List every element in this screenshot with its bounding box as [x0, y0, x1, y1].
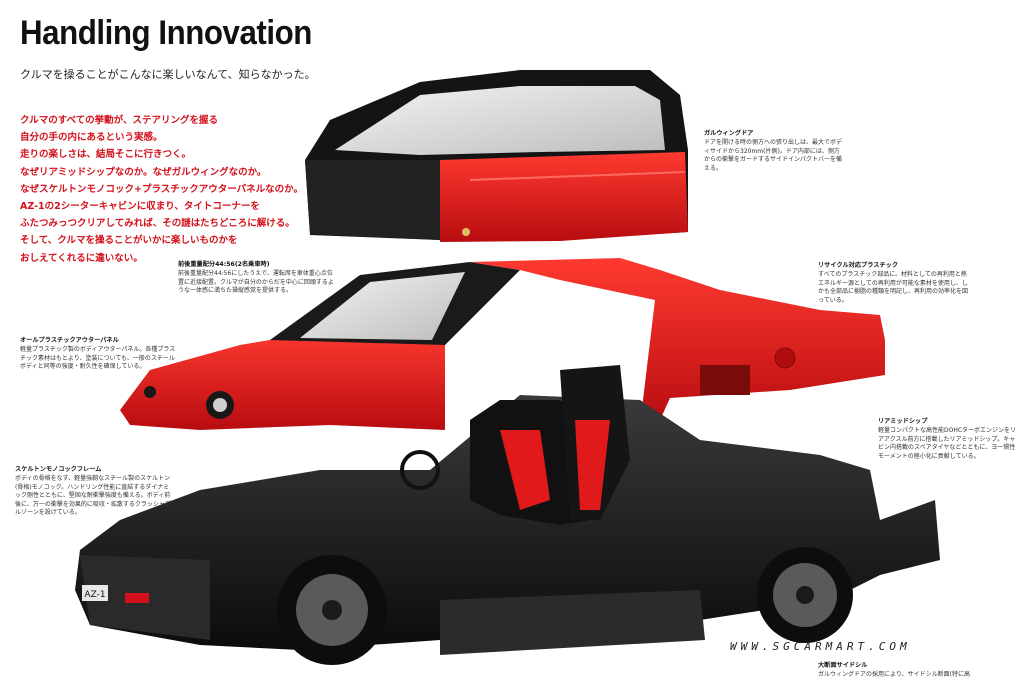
caption-rear-midship: リアミッドシップ 軽量コンパクトな高性能DOHCターボエンジンをリアアクスル前方…: [878, 418, 1018, 461]
caption-body: ドアを開ける時の側方への張り出しは、最大でボディサイドから320mm(片側)。ド…: [704, 139, 843, 172]
caption-heading: スケルトンモノコックフレーム: [15, 466, 102, 473]
caption-heading: リアミッドシップ: [878, 418, 928, 425]
caption-recycle-plastic: リサイクル対応プラスチック すべてのプラスチック部品に、材料としての再利用と熱エ…: [818, 262, 968, 305]
license-plate-text: AZ-1: [84, 590, 105, 600]
outer-body-panel: [120, 258, 885, 430]
page-subtitle: クルマを操ることがこんなに楽しいなんて、知らなかった。: [20, 68, 316, 81]
rear-wheel: [757, 547, 853, 643]
caption-gullwing-door: ガルウィングドア ドアを開ける時の側方への張り出しは、最大でボディサイドから32…: [704, 130, 844, 173]
caption-heading: オールプラスチックアウターパネル: [20, 337, 119, 344]
caption-body: 軽量コンパクトな高性能DOHCターボエンジンをリアアクスル前方に搭載したリアミッ…: [878, 427, 1017, 460]
intro-line: おしえてくれるに違いない。: [20, 252, 143, 264]
caption-side-sill: 大断面サイドシル ガルウィングドアの採用により、サイドシル断面(特に高: [818, 662, 1018, 680]
intro-line: なぜスケルトンモノコック+プラスチックアウターパネルなのか。: [20, 183, 303, 195]
caption-heading: 前後重量配分44:56(2名乗車時): [178, 261, 270, 268]
intro-line: AZ-1の2シーターキャビンに収まり、タイトコーナーを: [20, 201, 260, 213]
intro-line: ふたつみっつクリアしてみれば、その謎はたちどころに解ける。: [20, 218, 295, 230]
watermark: WWW.SGCARMART.COM: [730, 640, 911, 653]
caption-weight-distribution: 前後重量配分44:56(2名乗車時) 前後重量配分44:56にしたうえで、運転席…: [178, 261, 338, 296]
caption-heading: リサイクル対応プラスチック: [818, 262, 899, 269]
caption-plastic-outer-panel: オールプラスチックアウターパネル 軽量プラスチック製のボディアウターパネル。各種…: [20, 337, 180, 372]
skeleton-monocoque-frame: AZ-1: [75, 365, 940, 665]
caption-heading: 大断面サイドシル: [818, 662, 868, 669]
intro-line: 自分の手の内にあるという実感。: [20, 132, 163, 144]
caption-skeleton-frame: スケルトンモノコックフレーム ボディの骨格をなす、軽量強靱なスチール製のスケルト…: [15, 466, 175, 517]
intro-line: 走りの楽しさは、結局そこに行きつく。: [20, 149, 192, 161]
page-title: Handling Innovation: [20, 14, 312, 52]
gullwing-door-assembly: [305, 70, 688, 242]
intro-line: クルマのすべての挙動が、ステアリングを握る: [20, 115, 218, 126]
caption-body: すべてのプラスチック部品に、材料としての再利用と熱エネルギー源としての再利用が可…: [818, 271, 969, 304]
caption-body: 前後重量配分44:56にしたうえで、運転席を車体重心点位置に近接配置。クルマが自…: [178, 270, 334, 295]
intro-line: そして、クルマを操ることがいかに楽しいものかを: [20, 235, 238, 247]
caption-heading: ガルウィングドア: [704, 130, 754, 137]
caption-body: 軽量プラスチック製のボディアウターパネル。各種プラスチック素材はもとより、塗装に…: [20, 346, 176, 371]
caption-body: ガルウィングドアの採用により、サイドシル断面(特に高: [818, 671, 970, 679]
front-wheel: [277, 555, 387, 665]
license-plate: [82, 585, 108, 601]
intro-line: なぜリアミッドシップなのか。なぜガルウィングなのか。: [20, 166, 267, 178]
intro-text: クルマのすべての挙動が、ステアリングを握る 自分の手の内にあるという実感。 走り…: [20, 112, 320, 267]
caption-body: ボディの骨格をなす、軽量強靱なスチール製のスケルトン(骨格)モノコック。ハンドリ…: [15, 475, 171, 517]
